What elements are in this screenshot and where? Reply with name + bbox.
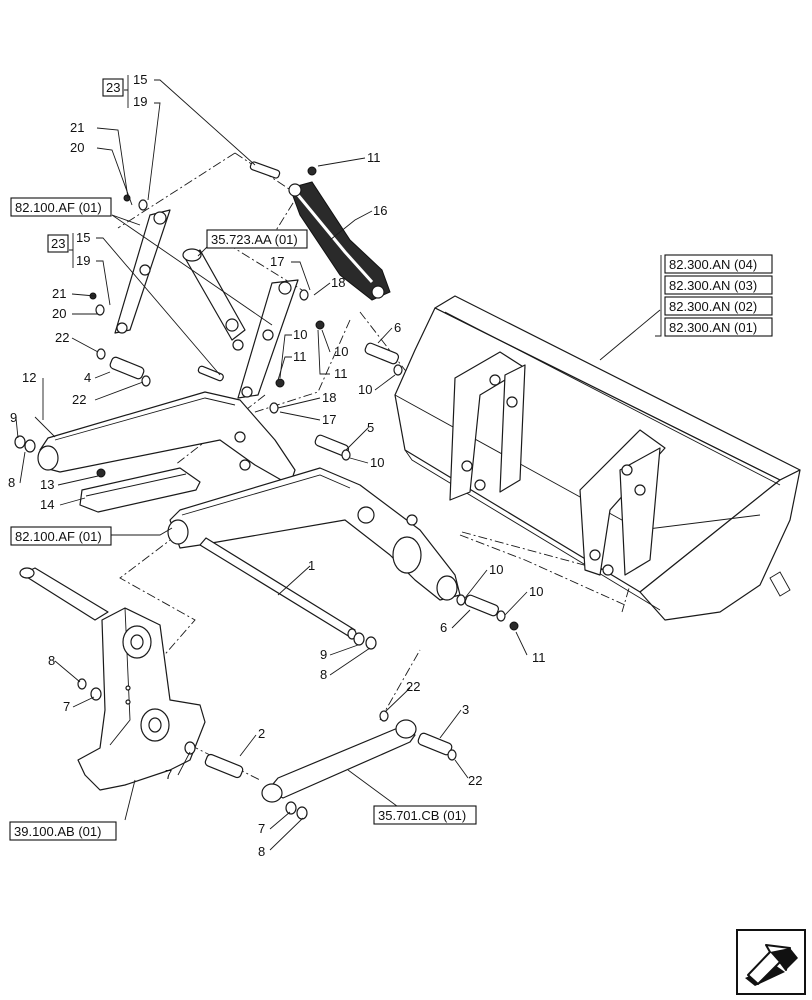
part-number-19: 19 — [133, 94, 147, 109]
part-number-8-b: 8 — [320, 667, 327, 682]
part-number-1: 1 — [308, 558, 315, 573]
loader-arm-right[interactable] — [167, 467, 461, 601]
ref-label-35-723-aa: 35.723.AA (01) — [211, 232, 298, 247]
ref-label-82-300-an-03: 82.300.AN (03) — [669, 278, 757, 293]
ref-label-82-300-an-04: 82.300.AN (04) — [669, 257, 757, 272]
part-number-3: 3 — [462, 702, 469, 717]
ref-label-39-100-ab: 39.100.AB (01) — [14, 824, 101, 839]
part-number-8: 8 — [8, 475, 15, 490]
part-number-6-b: 6 — [440, 620, 447, 635]
part-number-21-b: 21 — [52, 286, 66, 301]
part-number-18: 18 — [331, 275, 345, 290]
part-number-22-d: 22 — [468, 773, 482, 788]
part-number-7-b: 7 — [165, 767, 172, 782]
part-number-15: 15 — [133, 72, 147, 87]
part-number-17: 17 — [270, 254, 284, 269]
part-number-16: 16 — [373, 203, 387, 218]
ref-link-82-100-af-upper[interactable]: 82.100.AF (01) — [10, 197, 112, 217]
part-number-4: 4 — [84, 370, 91, 385]
ref-link-82-100-af-lower[interactable]: 82.100.AF (01) — [10, 526, 112, 546]
part-labels: 23 15 19 21 20 11 16 23 15 19 21 20 17 1… — [8, 72, 546, 859]
part-number-10-d: 10 — [370, 455, 384, 470]
upper-link[interactable] — [288, 181, 391, 301]
part-number-11-b: 11 — [293, 349, 307, 364]
ref-link-82-300-an-01[interactable]: 82.300.AN (01) — [664, 317, 773, 337]
bucket[interactable] — [394, 295, 801, 621]
ref-link-82-300-an-04[interactable]: 82.300.AN (04) — [664, 254, 773, 274]
ref-link-82-300-an-02[interactable]: 82.300.AN (02) — [664, 296, 773, 316]
part-number-21: 21 — [70, 120, 84, 135]
part-number-23: 23 — [106, 80, 120, 95]
ref-label-35-701-cb: 35.701.CB (01) — [378, 808, 466, 823]
part-number-13: 13 — [40, 477, 54, 492]
part-number-22-b: 22 — [72, 392, 86, 407]
part-number-10-f: 10 — [529, 584, 543, 599]
part-number-7: 7 — [63, 699, 70, 714]
part-number-15-b: 15 — [76, 230, 90, 245]
pins[interactable] — [14, 166, 519, 820]
part-number-23-b: 23 — [51, 236, 65, 251]
part-number-19-b: 19 — [76, 253, 90, 268]
loader-arm-left[interactable] — [37, 391, 296, 486]
ref-label-82-300-an-01: 82.300.AN (01) — [669, 320, 757, 335]
group-23-box-lower — [47, 234, 69, 253]
ref-label-82-100-af-lower: 82.100.AF (01) — [15, 529, 102, 544]
part-number-20: 20 — [70, 140, 84, 155]
part-number-10-c: 10 — [358, 382, 372, 397]
ref-link-39-100-ab[interactable]: 39.100.AB (01) — [9, 821, 117, 841]
main-shaft[interactable] — [199, 537, 357, 640]
ref-link-82-300-an-03[interactable]: 82.300.AN (03) — [664, 275, 773, 295]
cross-tube[interactable] — [79, 467, 201, 513]
part-number-11-d: 11 — [532, 650, 546, 665]
part-number-10-e: 10 — [489, 562, 503, 577]
lift-cylinder[interactable] — [261, 719, 417, 803]
group-23-box-upper — [102, 78, 124, 97]
part-number-9: 9 — [10, 410, 17, 425]
leader-lines — [15, 75, 661, 851]
link-plates[interactable] — [114, 209, 299, 399]
part-number-11-c: 11 — [334, 366, 348, 381]
navigate-icon[interactable] — [736, 929, 806, 995]
part-number-17-b: 17 — [322, 412, 336, 427]
part-number-18-b: 18 — [322, 390, 336, 405]
ref-link-35-701-cb[interactable]: 35.701.CB (01) — [373, 805, 477, 825]
part-number-10: 10 — [293, 327, 307, 342]
part-number-2: 2 — [258, 726, 265, 741]
loader-frame[interactable] — [19, 567, 206, 791]
part-number-10-b: 10 — [334, 344, 348, 359]
part-number-8-d: 8 — [258, 844, 265, 859]
part-number-7-c: 7 — [258, 821, 265, 836]
part-number-12: 12 — [22, 370, 36, 385]
part-number-11: 11 — [367, 150, 381, 165]
part-number-6: 6 — [394, 320, 401, 335]
part-number-22: 22 — [55, 330, 69, 345]
part-number-5: 5 — [367, 420, 374, 435]
part-number-20-b: 20 — [52, 306, 66, 321]
part-number-14: 14 — [40, 497, 54, 512]
reference-links: 82.100.AF (01) 35.723.AA (01) 82.300.AN … — [9, 197, 773, 841]
pin-upper[interactable] — [249, 161, 281, 179]
part-number-8-c: 8 — [48, 653, 55, 668]
ref-label-82-300-an-02: 82.300.AN (02) — [669, 299, 757, 314]
tilt-cylinder[interactable] — [182, 248, 246, 351]
ref-link-35-723-aa[interactable]: 35.723.AA (01) — [206, 229, 308, 249]
part-number-22-c: 22 — [406, 679, 420, 694]
ref-label-82-100-af-upper: 82.100.AF (01) — [15, 200, 102, 215]
part-number-9-b: 9 — [320, 647, 327, 662]
